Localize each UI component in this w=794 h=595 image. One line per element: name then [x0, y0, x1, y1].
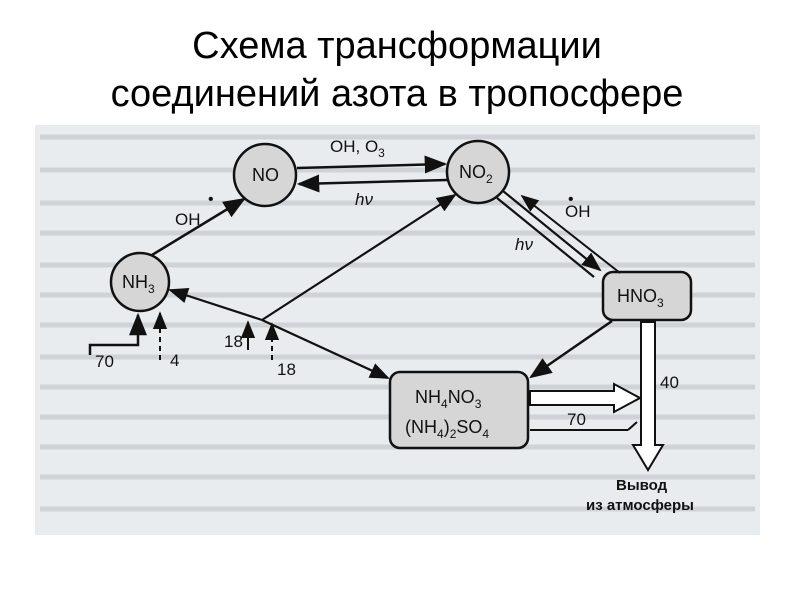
label-hv-mid: hν: [515, 235, 533, 254]
line-hub-to-no2: [261, 193, 457, 321]
arrow-hno3-to-no2: [520, 194, 621, 274]
output-arrow-down: [631, 321, 665, 472]
arrow-no-to-no2: [296, 155, 448, 174]
title-line-2: соединений азота в тропосфере: [110, 73, 684, 115]
arrow-input-70: [88, 312, 147, 355]
node-no-circle: [232, 142, 298, 208]
node-hno3-label: HNO3: [617, 286, 664, 310]
label-hv-top: hν: [355, 190, 373, 209]
output-caption-line-2: из атмосферы: [586, 497, 694, 514]
arrow-hno3-to-salts: [529, 319, 613, 379]
node-nh3-label: NH3: [122, 272, 155, 296]
arrow-no2-to-hno3-a: [502, 190, 602, 272]
node-salts-box: [388, 370, 530, 450]
label-oh-o3: OH, O3: [330, 137, 385, 160]
value-18-a: 18: [224, 332, 243, 351]
node-no-label: NO: [252, 165, 279, 185]
value-70-output: 70: [567, 410, 586, 429]
value-40: 40: [660, 373, 679, 392]
line-hub-to-salts: [261, 319, 390, 379]
arrow-nh3-to-no: [151, 197, 246, 257]
arrow-no2-to-no: [296, 174, 448, 193]
value-18-b: 18: [277, 360, 296, 379]
value-70-input: 70: [95, 352, 114, 371]
line-hub-to-nh3: [168, 287, 263, 322]
node-hno3-box: [601, 270, 693, 322]
label-oh-left: OH: [175, 210, 201, 229]
node-nh3-circle: [109, 251, 171, 313]
node-no2-label: NO2: [459, 162, 493, 186]
value-4: 4: [170, 351, 179, 370]
output-arrow-40: [529, 382, 643, 414]
arrow-salts-out-70-link: [627, 421, 638, 431]
arrow-no2-to-hno3-b: [496, 197, 595, 278]
label-dot-left: •: [208, 191, 214, 208]
output-caption-line-1: Вывод: [616, 477, 668, 494]
label-oh-right: OH: [565, 202, 591, 221]
slide-title: Схема трансформации соединений азота в т…: [0, 22, 794, 118]
label-dot-right: •: [568, 191, 574, 208]
node-salts-line-1: NH4NO3: [415, 387, 482, 411]
node-salts-line-2: (NH4)2SO4: [405, 417, 489, 441]
title-line-1: Схема трансформации: [192, 25, 602, 67]
scanned-page-background: [35, 125, 760, 535]
